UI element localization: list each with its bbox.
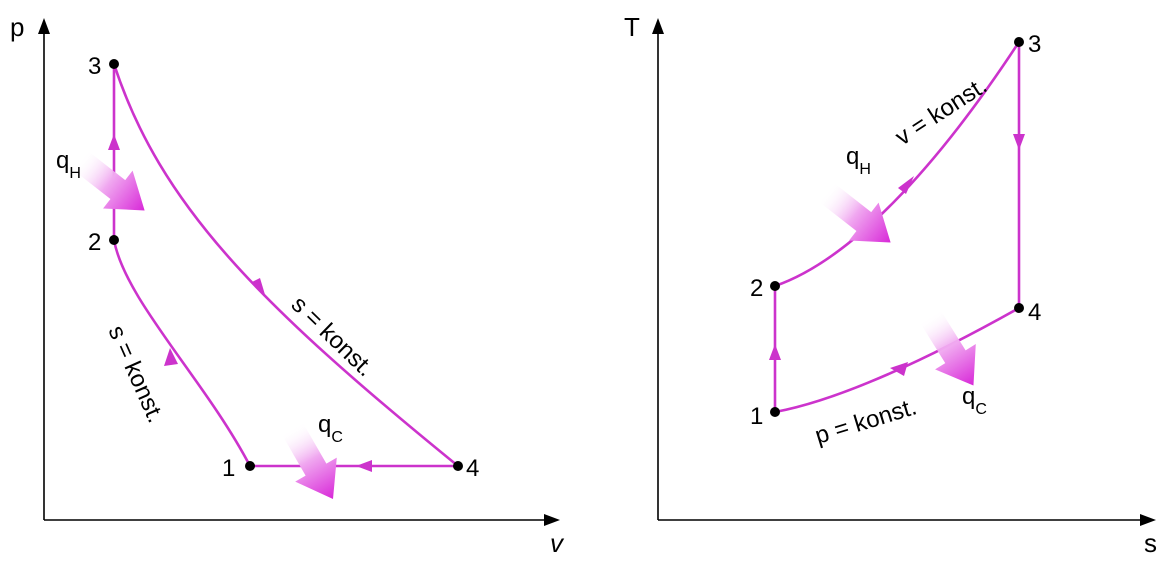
ts-diagram: T s 1 2 3 4 qH qC v = konst. p = kon (624, 12, 1157, 558)
ts-process-3-4-arrow-icon (1013, 134, 1025, 150)
pv-x-axis-label: v (550, 528, 565, 556)
ts-point-4-label: 4 (1028, 299, 1041, 326)
ts-point-4-dot (1014, 303, 1024, 313)
ts-point-3-label: 3 (1028, 31, 1041, 58)
pv-diagram: p v 1 2 3 4 qH qC s = konst. s = kon (10, 12, 565, 558)
ts-point-2-dot (770, 281, 780, 291)
pv-process-4-1-arrow-icon (356, 460, 372, 472)
pv-heat-in-label: qH (56, 147, 81, 182)
pv-process-1-2-arrow-icon (164, 348, 178, 366)
ts-y-axis-label: T (624, 12, 640, 42)
ts-point-2-label: 2 (750, 275, 763, 302)
ts-point-3-dot (1014, 37, 1024, 47)
ts-point-1-label: 1 (750, 403, 763, 430)
pv-point-4-label: 4 (466, 455, 479, 482)
ts-process-1-2-arrow-icon (769, 344, 781, 360)
pv-y-axis-label: p (10, 12, 24, 42)
pv-point-4-dot (453, 461, 463, 471)
ts-heat-in-arrow-icon (818, 182, 891, 243)
ts-process-4-1 (773, 306, 1021, 414)
ts-heat-out-arrow-icon (919, 309, 976, 386)
pv-point-1-dot (245, 461, 255, 471)
pv-point-2-label: 2 (88, 229, 101, 256)
pv-heat-in-arrow-icon (72, 150, 145, 211)
pv-expansion-label: s = konst. (286, 291, 379, 382)
ts-process-2-3-arrow-icon (898, 176, 914, 194)
pv-point-3-label: 3 (88, 53, 101, 80)
pv-process-2-3-arrow-icon (108, 134, 120, 150)
ts-heating-label: v = konst. (891, 72, 992, 151)
ts-x-axis-label: s (1144, 528, 1157, 556)
ts-cooling-label: p = konst. (812, 393, 920, 449)
ts-x-axis-arrow-icon (1140, 514, 1156, 526)
ts-heat-out-label: qC (962, 383, 987, 418)
pv-process-3-4 (112, 62, 460, 468)
pv-point-3-dot (109, 59, 119, 69)
pv-point-2-dot (109, 235, 119, 245)
pv-compression-label: s = konst. (103, 321, 170, 426)
pv-process-3-4-arrow-icon (252, 278, 266, 298)
ts-y-axis-arrow-icon (652, 18, 664, 34)
ts-process-4-1-arrow-icon (890, 362, 908, 376)
pv-heat-out-label: qC (318, 411, 343, 446)
pv-process-1-2 (112, 238, 252, 468)
ts-point-1-dot (770, 407, 780, 417)
pv-heat-out-arrow-icon (281, 422, 337, 500)
ts-process-2-3 (773, 40, 1021, 288)
pv-y-axis-arrow-icon (38, 18, 50, 34)
pv-x-axis-arrow-icon (544, 514, 560, 526)
pv-point-1-label: 1 (222, 455, 235, 482)
ts-heat-in-label: qH (846, 143, 871, 178)
